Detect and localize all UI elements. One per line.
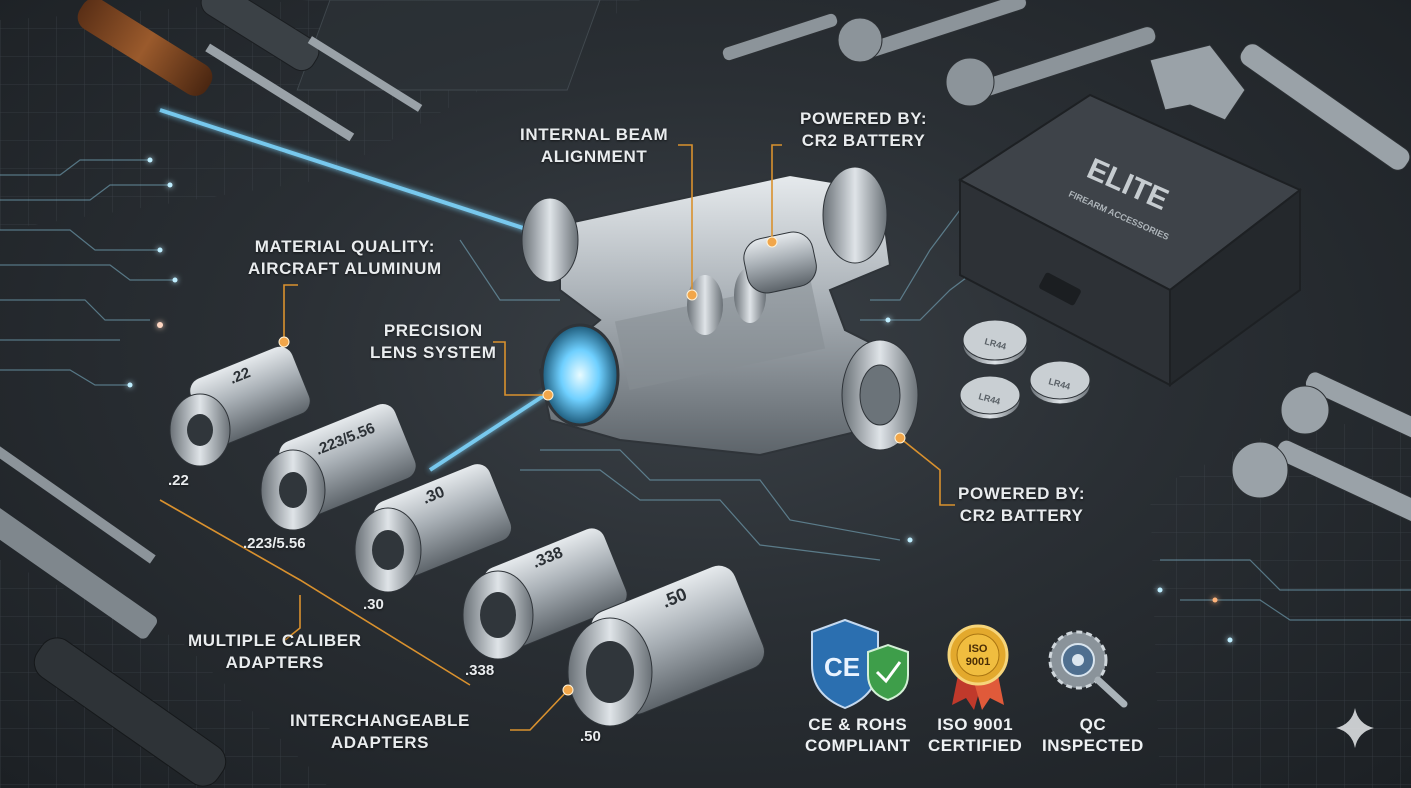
callout-internal-beam-alignment: INTERNAL BEAM ALIGNMENT xyxy=(520,124,668,168)
callout-line: CR2 BATTERY xyxy=(801,131,926,150)
callout-line: CR2 BATTERY xyxy=(959,506,1084,525)
adapter-223 xyxy=(260,403,417,531)
wrenches-right xyxy=(1231,371,1411,523)
callout-line: INTERCHANGEABLE xyxy=(290,711,470,730)
callout-line: AIRCRAFT ALUMINUM xyxy=(248,259,442,278)
caliber-label-30: .30 xyxy=(363,596,384,613)
callout-line: ADAPTERS xyxy=(225,653,324,672)
caliber-label-223: .223/5.56 xyxy=(243,535,306,552)
glow-dots xyxy=(127,157,1233,643)
callout-line: MATERIAL QUALITY: xyxy=(254,237,435,256)
ce-mark: CE xyxy=(824,652,860,682)
callout-line: MULTIPLE CALIBER xyxy=(188,631,362,650)
badge-caption-ce-rohs: CE & ROHS COMPLIANT xyxy=(805,714,911,756)
callout-line: ADAPTERS xyxy=(330,733,430,752)
adapter-22 xyxy=(169,345,311,467)
callout-material-quality: MATERIAL QUALITY: AIRCRAFT ALUMINUM xyxy=(248,236,442,280)
callout-powered-by-top: POWERED BY: CR2 BATTERY xyxy=(800,108,927,152)
badge-line: QC xyxy=(1079,715,1107,734)
badge-line: CERTIFIED xyxy=(928,736,1023,755)
badge-line: CE & ROHS xyxy=(808,715,908,734)
caliber-label-22: .22 xyxy=(168,472,189,489)
callout-interchangeable-adapters: INTERCHANGEABLE ADAPTERS xyxy=(290,710,470,754)
ce-rohs-badge: CE xyxy=(811,618,909,710)
callout-line: LENS SYSTEM xyxy=(370,343,497,362)
screwdriver-top-left xyxy=(77,0,355,142)
tools-bottom-left xyxy=(0,446,227,787)
badge-line: ISO 9001 xyxy=(937,715,1014,734)
callout-leaders xyxy=(159,144,955,731)
laser-bore-sighter xyxy=(521,166,919,457)
adapter-338 xyxy=(462,527,628,660)
button-cells xyxy=(959,319,1091,420)
badge-line: COMPLIANT xyxy=(805,736,911,755)
carrying-case xyxy=(958,93,1302,387)
callout-line: INTERNAL BEAM xyxy=(520,125,669,144)
qc-inspected-badge xyxy=(1048,630,1128,708)
adapter-50 xyxy=(567,564,765,727)
badge-caption-iso: ISO 9001 CERTIFIED xyxy=(928,714,1022,756)
caliber-adapters xyxy=(169,345,765,727)
badge-caption-qc: QC INSPECTED xyxy=(1042,714,1144,756)
callout-line: POWERED BY: xyxy=(958,484,1086,503)
adjustable-wrench xyxy=(1149,43,1411,171)
callout-line: POWERED BY: xyxy=(800,109,928,128)
iso-9001-badge: ISO 9001 xyxy=(947,624,1009,710)
callout-line: PRECISION xyxy=(383,321,483,340)
caliber-label-50: .50 xyxy=(580,728,601,745)
callout-dots xyxy=(278,236,906,696)
caliber-label-338: .338 xyxy=(465,662,495,679)
sparkle-icon xyxy=(1336,708,1374,748)
iso-mark-line2: 9001 xyxy=(966,656,990,668)
callout-precision-lens-system: PRECISION LENS SYSTEM xyxy=(370,320,497,364)
engraving-22: .22 xyxy=(227,364,253,388)
callout-line: ALIGNMENT xyxy=(540,147,648,166)
callout-multiple-caliber-adapters: MULTIPLE CALIBER ADAPTERS xyxy=(188,630,362,674)
wrench-top xyxy=(721,0,1157,107)
callout-powered-by-right: POWERED BY: CR2 BATTERY xyxy=(958,483,1085,527)
screwdriver-top xyxy=(200,0,423,112)
badge-line: INSPECTED xyxy=(1042,736,1144,755)
circuit-traces xyxy=(0,159,1411,621)
adapter-30 xyxy=(354,463,513,593)
iso-mark-line1: ISO xyxy=(969,643,988,655)
